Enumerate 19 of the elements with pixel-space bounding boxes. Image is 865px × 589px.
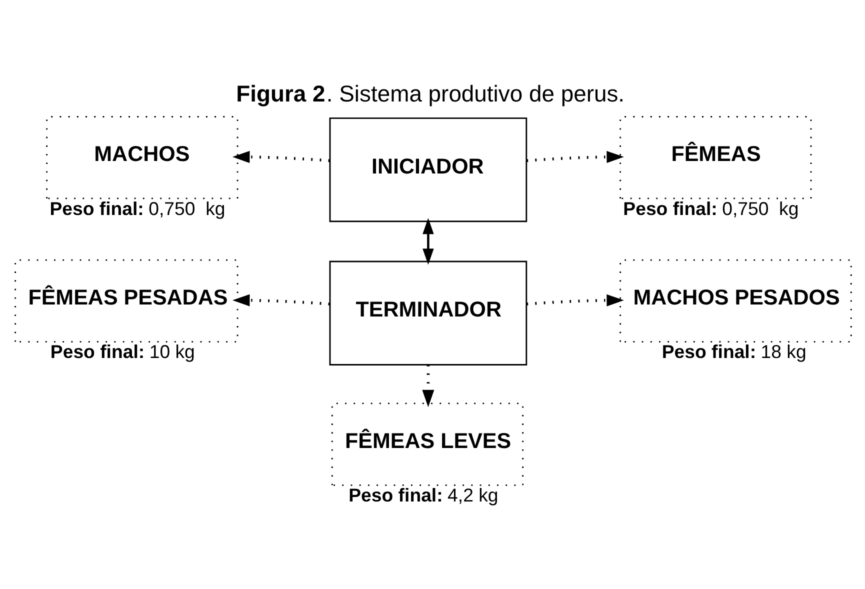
arrow: [232, 150, 330, 163]
node-label: Peso final:18 kg: [662, 341, 806, 362]
node-box: FÊMEAS LEVES: [331, 402, 524, 486]
diagram-title: Figura 2. Sistema produtivo de perus.: [236, 80, 625, 106]
arrow: [422, 364, 434, 408]
arrow: [526, 150, 624, 163]
node-box: FÊMEAS: [620, 116, 812, 200]
node-box: MACHOS PESADOS: [620, 259, 852, 343]
node-label: Peso final: 0,750 kg: [623, 198, 799, 219]
node-box: INICIADOR: [329, 117, 528, 222]
node-box: MACHOS: [46, 116, 238, 200]
node-label: Peso final: 0,750 kg: [50, 198, 226, 219]
node-box: TERMINADOR: [329, 260, 528, 366]
node-label: Peso final: 10 kg: [50, 341, 195, 362]
arrow: [526, 294, 624, 306]
arrow: [422, 218, 434, 265]
arrow: [232, 294, 330, 306]
node-box: FÊMEAS PESADAS: [14, 259, 238, 343]
node-label: Peso final: 4,2 kg: [348, 484, 498, 506]
